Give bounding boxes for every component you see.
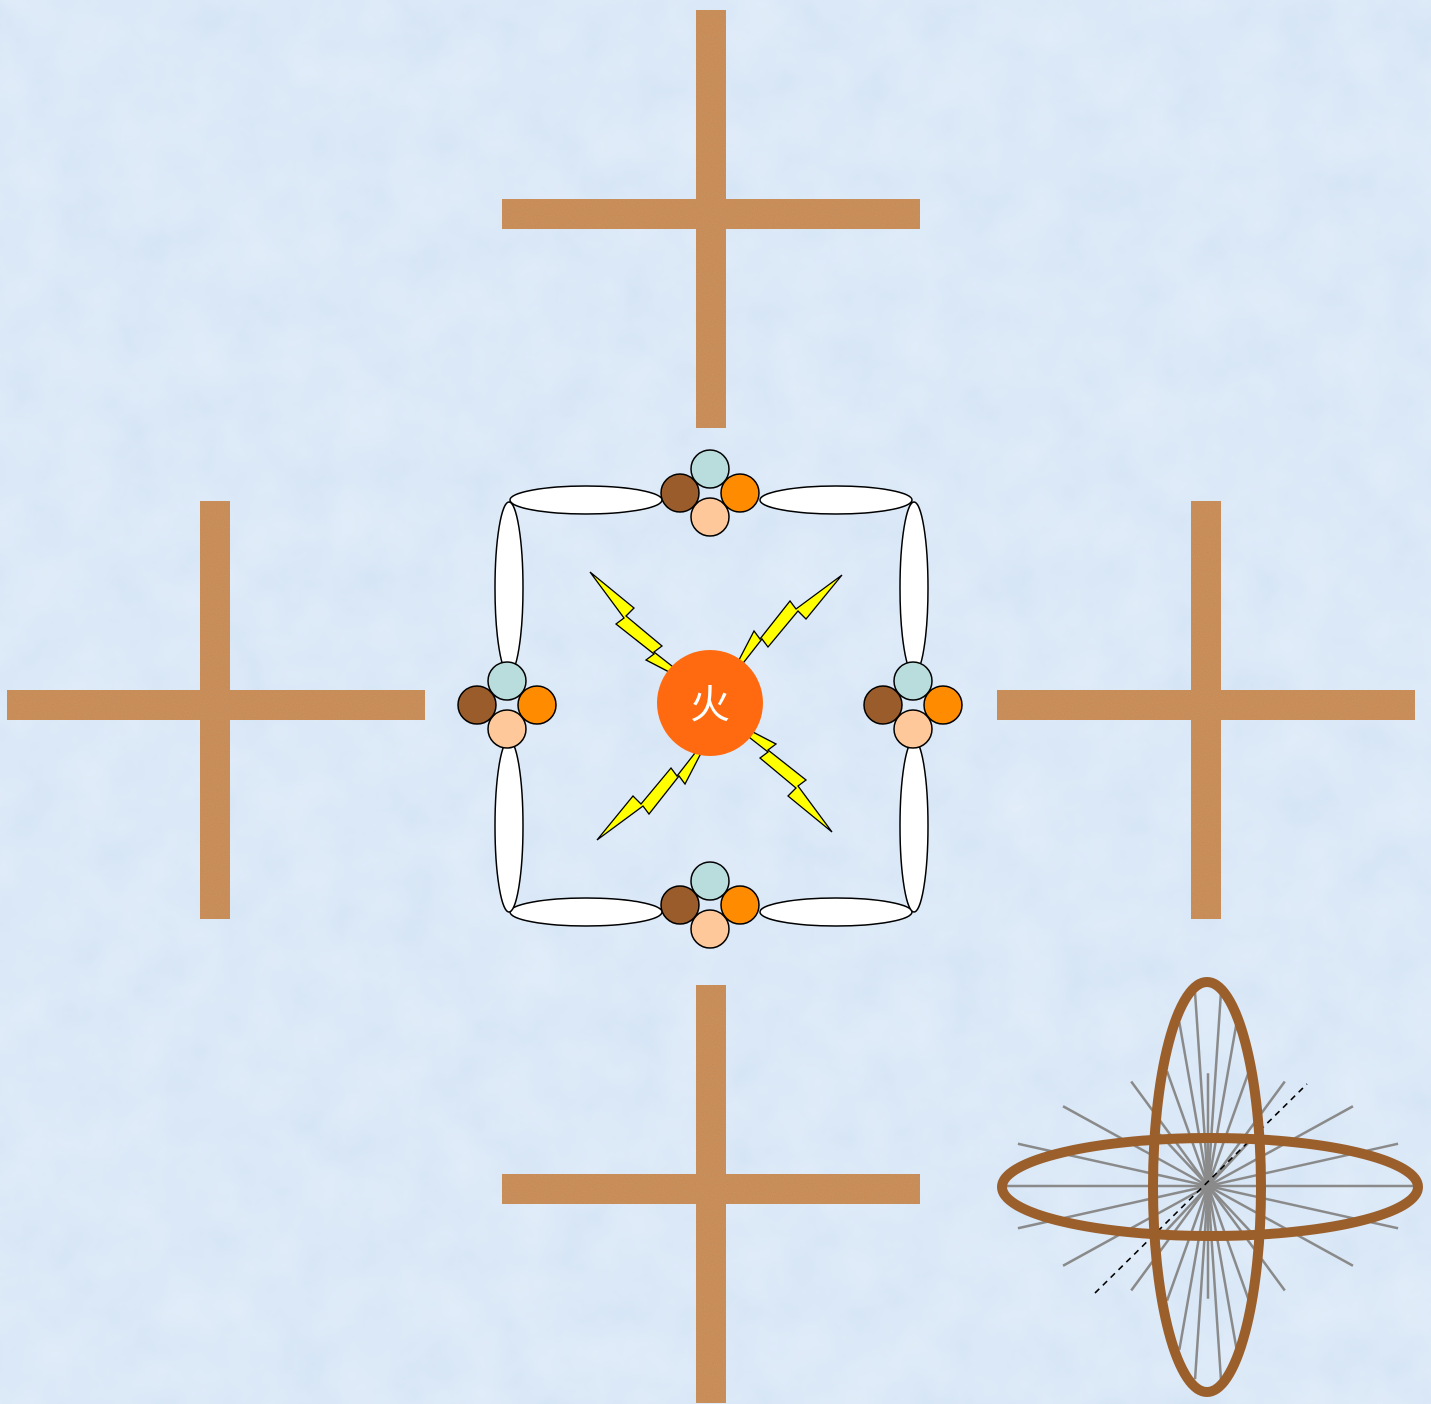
bead-orange: [721, 886, 759, 924]
petal-left-bottom: [495, 740, 523, 912]
fire-character: 火: [690, 682, 730, 728]
bead-orange: [924, 686, 962, 724]
bead-teal: [488, 662, 526, 700]
bead-peach: [691, 498, 729, 536]
bead-brown: [661, 886, 699, 924]
bead-brown: [458, 686, 496, 724]
stick-horizontal: [502, 199, 920, 229]
petal-right-top: [900, 502, 928, 674]
bead-teal: [691, 862, 729, 900]
petal-left-top: [495, 502, 523, 674]
bead-brown: [864, 686, 902, 724]
petal-bottom-left: [510, 898, 662, 926]
bead-orange: [721, 474, 759, 512]
stick-horizontal: [7, 690, 425, 720]
bead-peach: [691, 910, 729, 948]
bead-teal: [691, 450, 729, 488]
bead-brown: [661, 474, 699, 512]
petal-bottom-right: [760, 898, 912, 926]
bead-peach: [488, 710, 526, 748]
petal-top-right: [760, 486, 912, 514]
bead-orange: [518, 686, 556, 724]
bead-teal: [894, 662, 932, 700]
petal-top-left: [510, 486, 662, 514]
bead-peach: [894, 710, 932, 748]
stick-horizontal: [997, 690, 1415, 720]
stick-horizontal: [502, 1174, 920, 1204]
petal-right-bottom: [900, 740, 928, 912]
